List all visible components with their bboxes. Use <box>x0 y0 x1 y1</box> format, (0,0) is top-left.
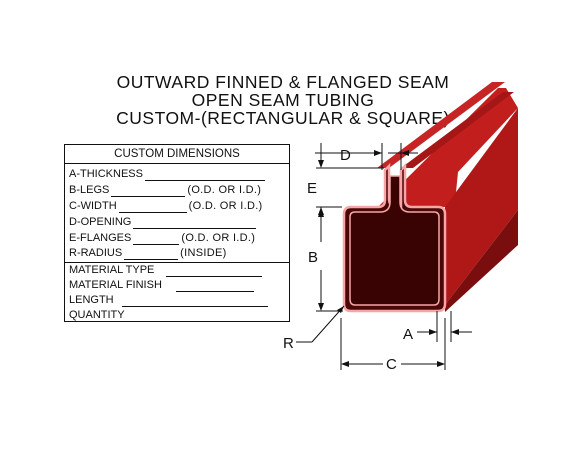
row-thickness: A-THICKNESS <box>69 168 267 181</box>
table-header: CUSTOM DIMENSIONS <box>65 145 289 164</box>
row-hint: (O.D. OR I.D.) <box>187 184 262 196</box>
row-quantity: QUANTITY <box>69 309 271 322</box>
row-material-type: MATERIAL TYPE <box>69 264 264 277</box>
entry-blank[interactable] <box>133 218 257 229</box>
tube-side-face <box>445 108 518 305</box>
title-line-2: OPEN SEAM TUBING <box>191 90 375 110</box>
row-material-finish: MATERIAL FINISH <box>69 279 256 292</box>
tube-top-face <box>338 88 518 304</box>
row-width: C-WIDTH (O.D. OR I.D.) <box>69 200 263 213</box>
entry-blank[interactable] <box>166 266 263 277</box>
row-label: E-FLANGES <box>69 232 132 244</box>
custom-dimensions-table: CUSTOM DIMENSIONS A-THICKNESS B-LEGS (O.D… <box>64 144 290 322</box>
dim-label-r: R <box>283 335 294 352</box>
row-label: A-THICKNESS <box>69 168 143 180</box>
row-label: MATERIAL FINISH <box>69 279 162 291</box>
row-hint: (INSIDE) <box>180 247 227 259</box>
row-label: D-OPENING <box>69 216 132 228</box>
row-label: QUANTITY <box>69 309 125 321</box>
row-hint: (O.D. OR I.D.) <box>188 200 263 212</box>
title-line-3: CUSTOM-(RECTANGULAR & SQUARE) <box>116 108 450 128</box>
row-label: B-LEGS <box>69 184 110 196</box>
row-label: MATERIAL TYPE <box>69 264 155 276</box>
entry-blank[interactable] <box>124 249 179 260</box>
entry-blank[interactable] <box>144 170 265 181</box>
entry-blank[interactable] <box>121 296 268 307</box>
flange-top-face <box>401 92 514 168</box>
row-length: LENGTH <box>69 294 270 307</box>
title-line-1: OUTWARD FINNED & FLANGED SEAM <box>116 72 450 92</box>
row-label: LENGTH <box>69 294 114 306</box>
dimension-arrows <box>318 150 459 367</box>
dim-label-a: A <box>403 326 413 343</box>
tube-inner-profile <box>349 175 440 306</box>
row-legs: B-LEGS (O.D. OR I.D.) <box>69 184 261 197</box>
dim-label-c: C <box>386 356 397 373</box>
dim-label-d: D <box>340 147 351 164</box>
row-hint: (O.D. OR I.D.) <box>181 232 256 244</box>
table-divider <box>65 262 289 263</box>
row-flanges: E-FLANGES (O.D. OR I.D.) <box>69 232 255 245</box>
row-label: R-RADIUS <box>69 247 123 259</box>
row-opening: D-OPENING <box>69 216 258 229</box>
row-label: C-WIDTH <box>69 200 117 212</box>
dim-label-b: B <box>308 249 318 266</box>
dim-label-e: E <box>307 180 317 197</box>
row-radius: R-RADIUS (INSIDE) <box>69 247 227 260</box>
entry-blank[interactable] <box>111 186 186 197</box>
entry-blank[interactable] <box>175 281 254 292</box>
flange-top-face <box>377 82 505 168</box>
entry-blank[interactable] <box>118 202 187 213</box>
entry-blank[interactable] <box>133 234 180 245</box>
tube-side-shade <box>445 210 518 312</box>
entry-blank[interactable] <box>132 311 269 322</box>
